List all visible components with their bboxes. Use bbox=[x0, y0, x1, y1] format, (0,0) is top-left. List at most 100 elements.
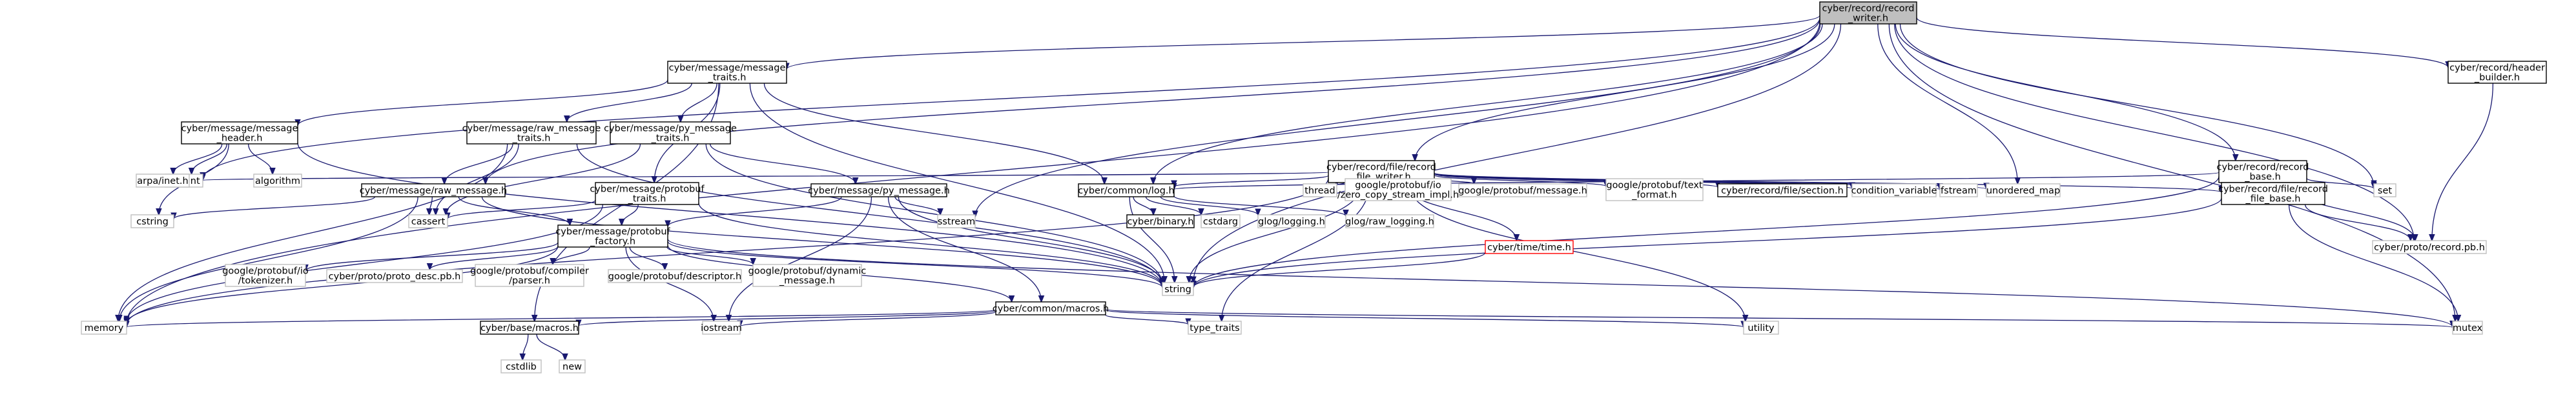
node-label-mheader-line-0: cyber/message/message bbox=[181, 124, 298, 134]
include-edge-cmacros-to-utility bbox=[1105, 309, 1744, 327]
include-edge-mheader-to-algorithm bbox=[247, 143, 273, 174]
node-box-cstring bbox=[130, 214, 174, 228]
include-edge-mheader-to-arpa bbox=[173, 143, 223, 174]
node-box-fstream bbox=[1939, 183, 1978, 197]
node-mtraits[interactable]: cyber/message/message_traits.h bbox=[667, 61, 787, 84]
node-cstdarg: cstdarg bbox=[1200, 214, 1241, 228]
include-edge-rawmsg-to-cstring bbox=[174, 196, 376, 219]
include-edge-timeh-to-string bbox=[1193, 252, 1486, 287]
node-label-textformat-line-1: _format.h bbox=[1631, 190, 1676, 201]
node-timeh[interactable]: cyber/time/time.h bbox=[1485, 240, 1574, 254]
include-edge-pbfactory-to-mutex bbox=[667, 239, 2453, 327]
node-root[interactable]: cyber/record/record_writer.h bbox=[1819, 1, 1917, 25]
node-label-cstring-line-0: cstring bbox=[136, 217, 169, 227]
node-memory: memory bbox=[81, 321, 127, 335]
include-edge-mtraits-to-log bbox=[763, 83, 1104, 184]
node-mheader[interactable]: cyber/message/message_header.h bbox=[181, 121, 298, 144]
node-cmacros[interactable]: cyber/common/macros.h bbox=[993, 301, 1109, 315]
node-label-filebase-line-1: _file_base.h bbox=[2245, 194, 2301, 204]
node-box-hbuilder bbox=[2447, 61, 2547, 84]
node-unordered: unordered_map bbox=[1986, 183, 2061, 197]
include-edge-pymsg-to-iostream bbox=[729, 196, 872, 321]
node-box-unordered bbox=[1986, 183, 2061, 197]
node-pymsg[interactable]: cyber/message/py_message.h bbox=[808, 183, 950, 197]
node-rawtraits[interactable]: cyber/message/raw_message_traits.h bbox=[462, 121, 601, 144]
node-set: set bbox=[2373, 183, 2396, 197]
node-label-compiler-line-1: /parser.h bbox=[509, 276, 550, 286]
include-edge-filewriter-to-typetraits bbox=[1222, 182, 1370, 321]
node-textformat: google/protobuf/text_format.h bbox=[1605, 178, 1704, 201]
node-label-root-line-1: _writer.h bbox=[1848, 14, 1888, 24]
node-box-section bbox=[1717, 183, 1848, 197]
node-box-filebase bbox=[2221, 182, 2325, 205]
node-thread: thread bbox=[1303, 183, 1337, 197]
include-edge-rbase-to-string bbox=[1193, 176, 2220, 287]
include-edge-pytraits-to-cassert bbox=[446, 143, 641, 215]
node-box-pytraits bbox=[610, 121, 731, 144]
node-label-pymsg-line-0: cyber/message/py_message.h bbox=[808, 186, 950, 196]
node-label-timeh-line-0: cyber/time/time.h bbox=[1487, 243, 1571, 253]
node-pbtraits[interactable]: cyber/message/protobuf_traits.h bbox=[590, 182, 705, 205]
include-edge-cmacros-to-typetraits bbox=[1105, 314, 1188, 325]
node-label-dynmsg-line-0: google/protobuf/dynamic bbox=[748, 266, 867, 277]
include-edge-rawmsg-to-memory bbox=[119, 196, 418, 321]
node-box-new bbox=[559, 359, 586, 373]
node-label-utility-line-0: utility bbox=[1747, 323, 1775, 333]
node-pytraits[interactable]: cyber/message/py_message_traits.h bbox=[604, 121, 737, 144]
include-edge-pymsg-to-sstream bbox=[894, 196, 940, 215]
node-box-recpb bbox=[2372, 240, 2487, 254]
node-box-mtraits bbox=[667, 61, 787, 84]
include-edge-root-to-unordered bbox=[1877, 23, 2018, 184]
node-rawmsg[interactable]: cyber/message/raw_message.h bbox=[360, 183, 508, 197]
node-label-root-line-0: cyber/record/record bbox=[1822, 4, 1914, 14]
include-edge-mtraits-to-mheader bbox=[298, 79, 668, 126]
node-new: new bbox=[559, 359, 586, 373]
node-basemacros[interactable]: cyber/base/macros.h bbox=[480, 321, 579, 335]
node-box-algorithm bbox=[253, 174, 302, 188]
node-hbuilder[interactable]: cyber/record/header_builder.h bbox=[2447, 61, 2547, 84]
node-algorithm: algorithm bbox=[253, 174, 302, 188]
node-box-pbmessage bbox=[1458, 183, 1587, 197]
node-section[interactable]: cyber/record/file/section.h bbox=[1717, 183, 1848, 197]
node-box-cmacros bbox=[995, 301, 1106, 315]
node-box-cstdarg bbox=[1200, 214, 1241, 228]
include-edge-filewriter-to-utility bbox=[1407, 182, 1745, 321]
node-label-compiler-line-0: google/protobuf/compiler bbox=[470, 266, 589, 277]
include-edge-pbfactory-to-memory bbox=[127, 246, 559, 323]
node-fstream: fstream bbox=[1939, 183, 1978, 197]
include-edge-filewriter-to-memory bbox=[127, 177, 1329, 325]
node-cassert: cassert bbox=[408, 214, 448, 228]
node-box-root bbox=[1819, 1, 1917, 25]
node-pbfactory[interactable]: cyber/message/protobuf_factory.h bbox=[555, 224, 671, 248]
include-edge-filewriter-to-filebase bbox=[1434, 172, 2221, 192]
node-log[interactable]: cyber/common/log.h bbox=[1078, 183, 1175, 197]
node-label-sstream-line-0: sstream bbox=[938, 217, 975, 227]
node-rbase[interactable]: cyber/record/record_base.h bbox=[2216, 160, 2309, 183]
include-edge-cmacros-to-basemacros bbox=[579, 310, 996, 326]
node-filebase[interactable]: cyber/record/file/record_file_base.h bbox=[2218, 182, 2328, 205]
node-binary[interactable]: cyber/binary.h bbox=[1126, 214, 1195, 228]
node-box-thread bbox=[1303, 183, 1337, 197]
include-edge-mheader-to-string bbox=[297, 142, 1162, 286]
node-label-mtraits-line-1: _traits.h bbox=[708, 73, 747, 83]
node-label-fstream-line-0: fstream bbox=[1941, 186, 1977, 196]
include-edge-pbfactory-to-tokenizer bbox=[305, 242, 559, 271]
node-box-iostream bbox=[702, 321, 741, 335]
include-edge-root-to-recpb bbox=[1894, 23, 2414, 241]
node-box-pymsg bbox=[810, 183, 947, 197]
include-edge-basemacros-to-cstdlib bbox=[522, 333, 529, 360]
node-label-zerocopy-line-1: /zero_copy_stream_impl.h bbox=[1337, 190, 1459, 201]
node-label-unordered-line-0: unordered_map bbox=[1986, 186, 2060, 196]
node-label-typetraits-line-0: type_traits bbox=[1190, 323, 1239, 333]
include-edge-filebase-to-recpb bbox=[2304, 204, 2411, 241]
node-box-glograw bbox=[1345, 214, 1434, 228]
node-box-rawmsg bbox=[361, 183, 506, 197]
node-label-filebase-line-0: cyber/record/file/record bbox=[2218, 184, 2328, 195]
node-box-binary bbox=[1126, 214, 1195, 228]
include-edge-cmacros-to-memory bbox=[127, 309, 996, 328]
include-edge-root-to-rawmsg bbox=[486, 19, 1820, 184]
include-edge-rawtraits-to-memory bbox=[118, 143, 508, 321]
include-edge-root-to-filewriter bbox=[1415, 23, 1835, 161]
